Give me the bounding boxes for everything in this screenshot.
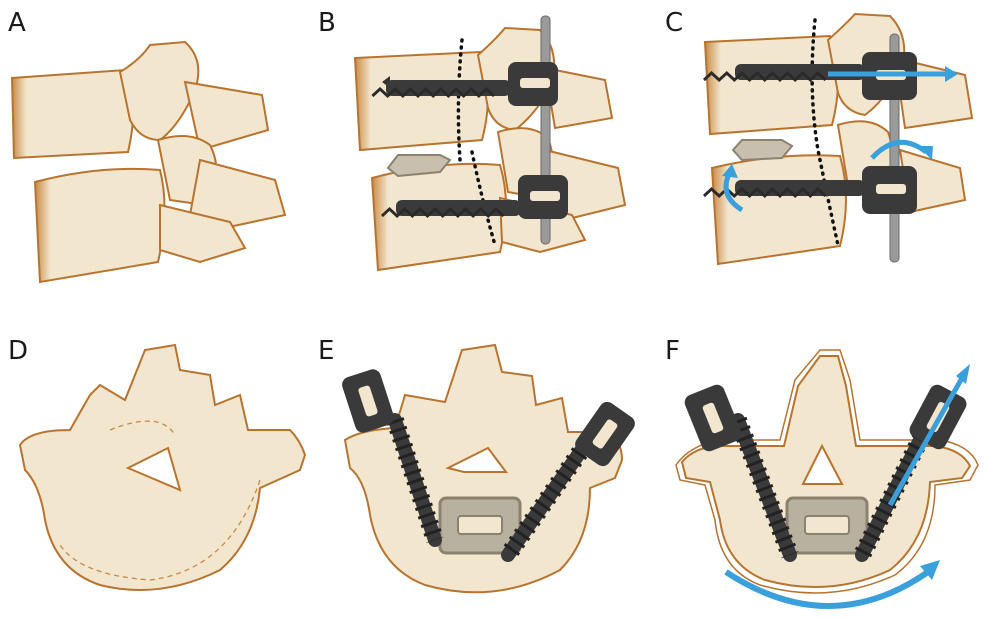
cage-icon — [787, 498, 867, 553]
panel-c-corrected — [704, 14, 972, 264]
lower-vertebral-body — [372, 164, 506, 270]
panel-e-axial-instrumented — [340, 345, 638, 592]
upper-vertebral-body — [705, 36, 838, 134]
cage-icon — [733, 140, 792, 160]
upper-vertebral-body — [12, 70, 133, 158]
panel-a-vertebrae — [12, 42, 285, 282]
panel-f-axial-corrected — [676, 350, 978, 606]
panel-d-axial-vertebra — [20, 345, 305, 590]
lower-vertebral-body — [35, 169, 165, 282]
panel-b-instrumented — [355, 16, 625, 270]
upper-vertebral-body — [355, 52, 488, 150]
